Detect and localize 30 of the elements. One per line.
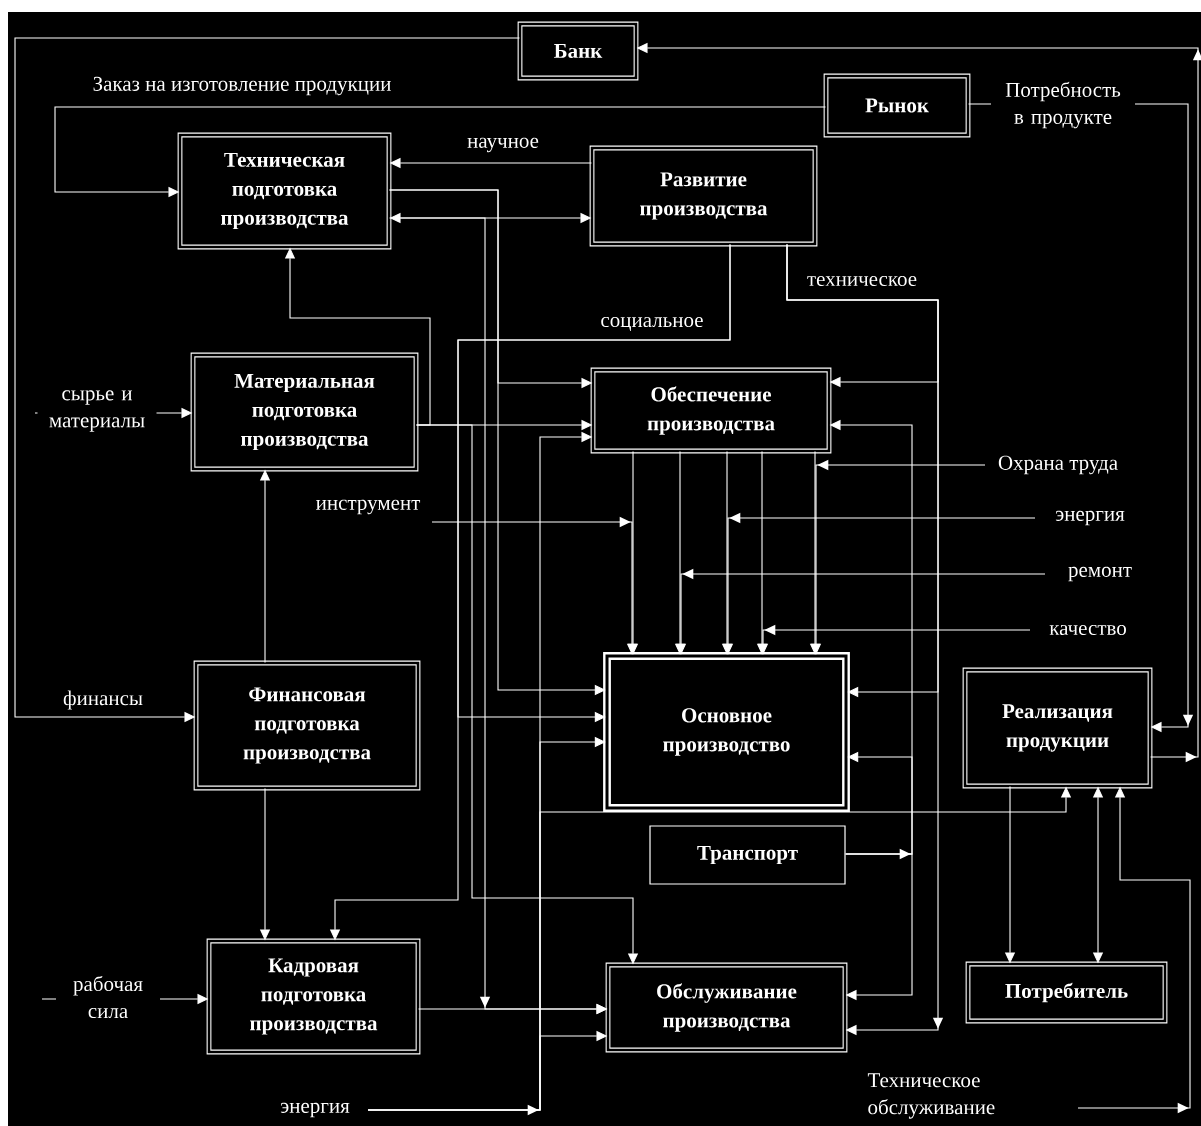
edge-label: техническое bbox=[807, 275, 917, 287]
process-box: Реализация продукции bbox=[962, 667, 1153, 789]
edge-label: Потребность в продукте bbox=[991, 79, 1135, 131]
edge-label: Техническое обслуживание bbox=[867, 1073, 995, 1119]
arrow bbox=[845, 853, 913, 1001]
edge-label: качество bbox=[1049, 624, 1126, 636]
edge-label: финансы bbox=[63, 690, 143, 710]
edge-label: энергия bbox=[280, 1102, 350, 1118]
edge-label: сырье и материалы bbox=[37, 388, 157, 434]
edge-label: энергия bbox=[1055, 510, 1125, 526]
process-box: Техническая подготовка производства bbox=[177, 132, 392, 250]
process-box: Обслуживание производства bbox=[605, 962, 848, 1053]
process-box: Основное производство bbox=[603, 652, 850, 812]
edge-label: Охрана труда bbox=[998, 455, 1118, 475]
process-box: Рынок bbox=[823, 73, 971, 138]
edge-label: ремонт bbox=[1068, 566, 1132, 582]
edge-label: рабочая сила bbox=[56, 973, 160, 1021]
arrow bbox=[786, 244, 944, 1036]
process-box: Кадровая подготовка производства bbox=[206, 938, 421, 1055]
process-box: Финансовая подготовка производства bbox=[193, 660, 421, 791]
edge-label: социальное bbox=[601, 317, 703, 331]
process-box: Банк bbox=[517, 21, 639, 81]
edge-label: инструмент bbox=[316, 499, 421, 515]
edge-label: научное bbox=[467, 137, 539, 153]
process-box: Потребитель bbox=[965, 961, 1168, 1024]
process-box: Материальная подготовка производства bbox=[190, 352, 419, 472]
process-box: Развитие производства bbox=[589, 145, 818, 247]
process-box: Обеспечение производства bbox=[590, 367, 832, 454]
process-box: Транспорт bbox=[649, 825, 846, 885]
edge-label: Заказ на изготовление продукции bbox=[93, 76, 391, 96]
